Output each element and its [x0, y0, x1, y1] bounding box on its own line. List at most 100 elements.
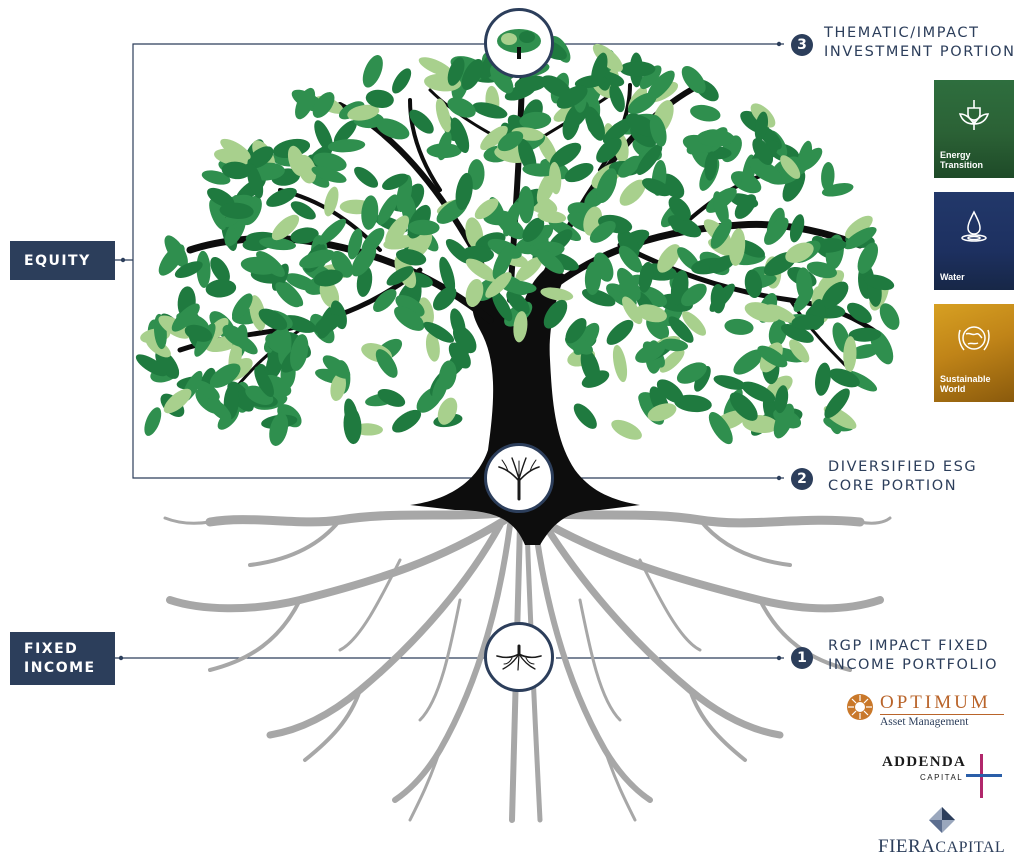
leaf [407, 219, 440, 236]
leaf [386, 266, 414, 286]
leaf [638, 261, 654, 293]
leaf [144, 407, 162, 436]
leaf [584, 106, 605, 141]
leaf [724, 318, 754, 335]
leaf [710, 284, 726, 314]
leaf [543, 299, 568, 329]
leaf [765, 375, 793, 398]
leaf [409, 109, 434, 134]
leaf [447, 97, 476, 118]
leaf [394, 306, 425, 331]
leaf [676, 362, 707, 384]
leaf [249, 295, 266, 331]
leaf [729, 392, 758, 421]
callout-fixed-income-line1: RGP IMPACT FIXED [828, 638, 989, 654]
leaf [565, 318, 587, 344]
theme-water-line1: Water [940, 272, 965, 282]
leaf [596, 137, 622, 163]
leaf [821, 281, 849, 309]
leaf [506, 290, 530, 315]
leaf [540, 287, 574, 301]
leaf [210, 256, 230, 283]
leaf [145, 337, 171, 358]
leaf [318, 218, 347, 245]
leaf [497, 131, 524, 152]
leaf [432, 286, 457, 311]
leaf [602, 117, 634, 144]
leaf [448, 342, 471, 369]
leaf [452, 325, 477, 354]
leaf [205, 279, 237, 298]
leaf [596, 168, 618, 203]
leaf [354, 166, 379, 188]
leaf [843, 336, 857, 373]
leaf [418, 297, 434, 326]
leaf [535, 248, 565, 274]
leaf [618, 245, 643, 273]
leaf [696, 129, 735, 147]
equity-label-text: EQUITY [24, 252, 91, 269]
leaf [879, 303, 900, 330]
leaf [490, 64, 514, 94]
leaf [829, 368, 860, 388]
theme-tile-water: Water [934, 192, 1014, 290]
leaf [377, 194, 398, 226]
leaf [275, 282, 302, 308]
leaf [314, 314, 341, 335]
leaf [285, 273, 317, 291]
leaf [556, 85, 588, 109]
theme-tile-sustainable-world: Sustainable World [934, 304, 1014, 402]
callout-core-line2: CORE PORTION [828, 478, 958, 494]
leaf [681, 283, 707, 307]
fiera-name2: CAPITAL [935, 839, 1006, 856]
leaf [437, 130, 452, 161]
leaf [515, 256, 543, 282]
leaf [207, 397, 232, 422]
leaf [800, 147, 823, 171]
theme-energy-line2: Transition [940, 160, 984, 170]
leaf [708, 412, 733, 445]
leaf [522, 217, 545, 242]
leaf [682, 311, 707, 336]
callout-thematic-line2: INVESTMENT PORTION [824, 44, 1016, 60]
leaf [518, 186, 535, 224]
leaf [513, 311, 528, 343]
leaf [757, 345, 788, 368]
leaf [647, 70, 675, 101]
leaf [472, 102, 508, 119]
leaf [314, 120, 333, 152]
leaf [201, 170, 231, 185]
earth-icon [934, 318, 1014, 360]
leaf [824, 388, 850, 419]
leaf [774, 385, 789, 414]
leaf [447, 57, 465, 86]
leaf [564, 163, 594, 183]
leaf [617, 267, 641, 301]
leaf [209, 198, 227, 231]
addenda-cross-horizontal [966, 774, 1002, 777]
leaf [461, 58, 484, 91]
leaf [752, 138, 774, 166]
leaf [266, 187, 297, 207]
leaf [710, 219, 732, 249]
water-drop-icon [934, 206, 1014, 248]
leaf [312, 92, 335, 118]
leaf [625, 113, 658, 137]
leaf [639, 65, 662, 90]
leaf [728, 228, 746, 266]
leaf [330, 373, 347, 401]
leaf [764, 217, 789, 245]
callout-number-1: 1 [791, 647, 813, 669]
leaf [299, 249, 335, 269]
leaf [668, 196, 691, 221]
leaf [435, 98, 452, 133]
equity-label: EQUITY [10, 241, 115, 280]
leaf [821, 183, 854, 197]
addenda-logo: ADDENDA CAPITAL [880, 752, 1010, 800]
leaf [617, 155, 641, 178]
leaf [376, 118, 410, 140]
thematic-node-icon [484, 8, 554, 78]
leaf [611, 419, 642, 440]
leaf [247, 163, 264, 199]
